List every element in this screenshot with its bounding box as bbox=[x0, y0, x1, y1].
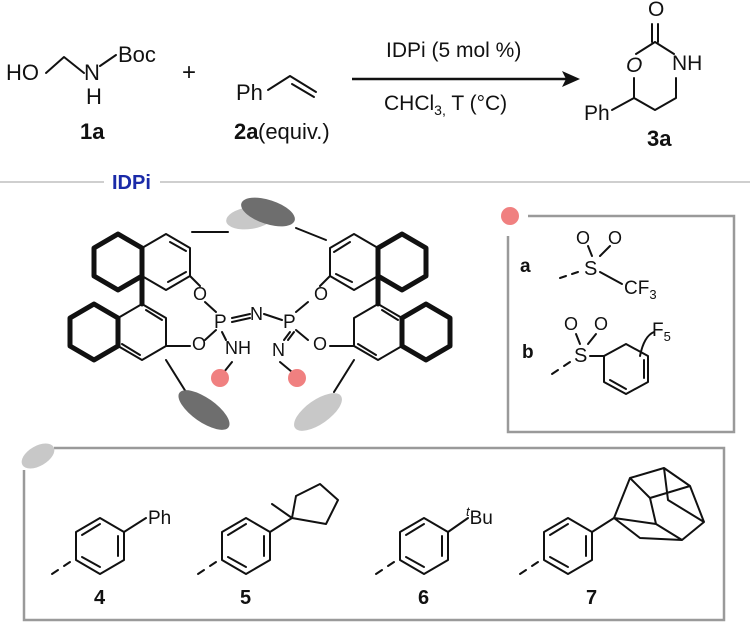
aryl-options-box: Ph 4 5 tBu 6 7 bbox=[21, 443, 726, 622]
aryl-marker-bottom-left bbox=[178, 390, 230, 430]
label-2a: 2a bbox=[234, 119, 259, 144]
aryl-5-label: 5 bbox=[240, 587, 251, 609]
aryl-marker-key bbox=[21, 443, 55, 469]
substituent-marker-left bbox=[211, 369, 229, 387]
substituent-marker-right bbox=[288, 369, 306, 387]
carbonyl-double-bond bbox=[651, 23, 659, 43]
option-b-s: S bbox=[574, 345, 587, 367]
option-b-f5: F5 bbox=[652, 320, 671, 344]
carbamate-bonds bbox=[635, 41, 675, 55]
phosphazene-bonds bbox=[165, 275, 355, 347]
reaction-arrow bbox=[352, 71, 580, 87]
aryl-marker-bottom-right bbox=[294, 393, 342, 431]
atom-ho: HO bbox=[6, 60, 39, 85]
atom-n-bridge: N bbox=[250, 304, 263, 324]
label-3a: 3a bbox=[647, 126, 672, 151]
option-b-f-bracket bbox=[639, 331, 655, 357]
atom-o-left-lower: O bbox=[192, 334, 206, 354]
atom-o-right-lower: O bbox=[313, 334, 327, 354]
naphthyl-left-lower bbox=[67, 301, 167, 363]
aryl-box-frame bbox=[22, 446, 726, 622]
aryl-option-6: tBu 6 bbox=[375, 504, 493, 609]
idpi-section-label: IDPi bbox=[112, 172, 151, 194]
option-b-ring-double bbox=[609, 359, 645, 390]
option-a-attach bbox=[559, 271, 579, 279]
option-a-so-bonds bbox=[587, 245, 611, 257]
ring-bonds bbox=[633, 77, 677, 111]
aryl-option-7: 7 bbox=[519, 467, 705, 609]
atom-ring-nh: NH bbox=[672, 52, 702, 75]
atom-ph-styrene: Ph bbox=[236, 80, 263, 105]
sulfonyl-options-box: a S O O CF3 b S O O F5 bbox=[501, 207, 736, 434]
aryl-link-bottom-right bbox=[333, 359, 355, 393]
atom-o-right-upper: O bbox=[314, 284, 328, 304]
naphthyl-right-lower bbox=[353, 301, 453, 363]
atom-p-left: P bbox=[214, 312, 227, 333]
reactant-1a: HO N H Boc 1a bbox=[6, 42, 156, 144]
atom-nh: NH bbox=[225, 338, 251, 358]
atom-ring-o: O bbox=[626, 54, 642, 77]
option-a-s: S bbox=[584, 258, 597, 280]
option-a-o2: O bbox=[608, 228, 622, 248]
aryl-4-label: 4 bbox=[94, 587, 106, 609]
atom-n-imine: N bbox=[272, 340, 285, 360]
option-a-label: a bbox=[520, 256, 531, 277]
option-b-o2: O bbox=[594, 314, 608, 334]
aryl-marker-top-right bbox=[241, 197, 295, 227]
atom-h: H bbox=[86, 84, 102, 109]
conditions-catalyst: IDPi (5 mol %) bbox=[386, 39, 521, 62]
reactant-1a-bonds bbox=[45, 56, 85, 74]
aryl-4-ph: Ph bbox=[148, 508, 171, 529]
option-a-o1: O bbox=[576, 228, 590, 248]
idpi-catalyst-structure: O O P N P O O NH N bbox=[67, 197, 453, 431]
aryl-7-label: 7 bbox=[586, 587, 597, 609]
option-b-ring bbox=[603, 343, 649, 395]
atom-n: N bbox=[84, 60, 100, 85]
option-b-so-bonds bbox=[575, 333, 597, 345]
option-a-cf-bond bbox=[599, 271, 623, 285]
vinyl-double-bond bbox=[291, 83, 315, 98]
atom-ph-product: Ph bbox=[584, 102, 610, 125]
atom-boc: Boc bbox=[118, 42, 156, 67]
atom-p-right: P bbox=[283, 312, 296, 333]
aryl-link-bottom-left bbox=[165, 359, 187, 393]
vinyl-bonds bbox=[267, 75, 317, 93]
n-boc-bond bbox=[99, 54, 117, 67]
product-3a: O O NH Ph 3a bbox=[584, 0, 702, 151]
aryl-option-4: Ph 4 bbox=[51, 508, 171, 609]
option-a-cf3: CF3 bbox=[624, 278, 657, 302]
reactant-2a: Ph 2a (equiv.) bbox=[234, 75, 330, 144]
aryl-6-label: 6 bbox=[418, 587, 429, 609]
atom-carbonyl-o: O bbox=[648, 0, 664, 21]
label-1a: 1a bbox=[80, 119, 105, 144]
label-2a-equiv: (equiv.) bbox=[258, 119, 330, 144]
conditions-solvent: CHCl3, T (°C) bbox=[384, 92, 507, 118]
atom-o-left-upper: O bbox=[193, 284, 207, 304]
sulfonyl-marker-dot bbox=[501, 207, 519, 225]
aryl-6-tbu: tBu bbox=[466, 504, 493, 529]
option-b-o1: O bbox=[564, 314, 578, 334]
substituent-bonds bbox=[223, 361, 293, 373]
plus-sign: + bbox=[182, 59, 196, 86]
aryl-option-5: 5 bbox=[197, 483, 339, 609]
sulfonyl-box-frame bbox=[506, 214, 736, 434]
adamantyl-cage bbox=[613, 467, 705, 541]
ph-bond bbox=[611, 97, 635, 111]
option-b-attach bbox=[551, 361, 571, 375]
option-b-label: b bbox=[522, 342, 534, 363]
aryl-link-top-right bbox=[295, 227, 327, 241]
